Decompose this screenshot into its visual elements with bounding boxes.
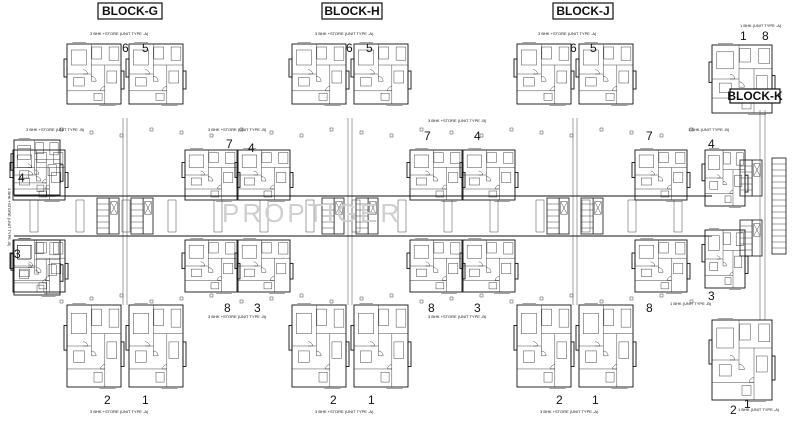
unit-tag: 3 BHK +STORE (UNIT TYPE -B) xyxy=(428,314,487,319)
unit-tag: 3 BHK +STORE (UNIT TYPE -A) xyxy=(315,409,374,414)
svg-text:BLOCK-K: BLOCK-K xyxy=(727,89,783,103)
svg-text:7: 7 xyxy=(226,137,233,151)
svg-text:7: 7 xyxy=(646,129,653,143)
unit-tag: 3 BHK +STORE (UNIT TYPE -A) xyxy=(315,31,374,36)
unit-tag: 1 BHK (UNIT TYPE -A) xyxy=(738,407,780,412)
unit-tag: 3 BHK +STORE (UNIT TYPE -B) xyxy=(208,127,267,132)
svg-text:7: 7 xyxy=(424,129,431,143)
plan-linework xyxy=(9,42,787,402)
svg-text:5: 5 xyxy=(590,41,597,55)
svg-text:4: 4 xyxy=(248,141,255,155)
block-label-k: BLOCK-K xyxy=(727,88,783,104)
svg-text:4: 4 xyxy=(474,129,481,143)
unit-tag: 3 BHK +STORE (UNIT TYPE -A) xyxy=(540,409,599,414)
unit-tag: 3 BHK +STORE (UNIT TYPE -B) xyxy=(26,127,85,132)
unit-tag: 3 BHK +STORE (UNIT TYPE -A) xyxy=(538,31,597,36)
watermark: PROPTIGER xyxy=(222,198,402,228)
svg-text:8: 8 xyxy=(428,301,435,315)
unit-tag: 3 BHK +STORE (UNIT TYPE -B) xyxy=(208,314,267,319)
unit-tag: 3 BHK +STORE (UNIT TYPE -A) xyxy=(90,409,149,414)
unit-tag: 1 BHK (UNIT TYPE -B) xyxy=(670,301,712,306)
svg-text:6: 6 xyxy=(122,41,129,55)
svg-text:8: 8 xyxy=(762,29,769,43)
unit-tag: 3 BHK +STORE (UNIT TYPE -B) xyxy=(428,118,487,123)
unit-tag: 1 BHK (UNIT TYPE -B) xyxy=(688,127,730,132)
svg-text:4: 4 xyxy=(708,137,715,151)
svg-text:3: 3 xyxy=(254,301,261,315)
svg-text:2: 2 xyxy=(556,393,563,407)
svg-text:3: 3 xyxy=(14,247,21,261)
svg-text:1: 1 xyxy=(368,393,375,407)
svg-text:2: 2 xyxy=(330,393,337,407)
unit-numbers: 6 5 6 5 6 5 1 8 4 3 7 4 7 4 7 4 8 3 8 3 … xyxy=(14,29,769,417)
block-label-j: BLOCK-J xyxy=(552,2,614,20)
svg-text:BLOCK-H: BLOCK-H xyxy=(324,4,379,18)
svg-text:BLOCK-J: BLOCK-J xyxy=(556,4,609,18)
unit-tag: 3 BHK +STORE (UNIT TYPE -A) xyxy=(90,31,149,36)
svg-text:8: 8 xyxy=(224,301,231,315)
block-label-g: BLOCK-G xyxy=(97,2,163,20)
svg-text:5: 5 xyxy=(142,41,149,55)
svg-text:5: 5 xyxy=(366,41,373,55)
block-label-h: BLOCK-H xyxy=(321,2,383,20)
svg-text:3: 3 xyxy=(708,289,715,303)
svg-text:2: 2 xyxy=(104,393,111,407)
svg-text:4: 4 xyxy=(18,171,25,185)
svg-text:BLOCK-G: BLOCK-G xyxy=(102,4,158,18)
svg-text:1: 1 xyxy=(592,393,599,407)
svg-text:1: 1 xyxy=(744,397,751,411)
svg-text:3: 3 xyxy=(474,301,481,315)
svg-text:6: 6 xyxy=(570,41,577,55)
svg-text:6: 6 xyxy=(346,41,353,55)
svg-text:8: 8 xyxy=(646,301,653,315)
svg-text:2: 2 xyxy=(730,403,737,417)
unit-tag: 3 BHK +STORE (UNIT TYPE -B) xyxy=(7,188,12,247)
svg-text:1: 1 xyxy=(142,393,149,407)
svg-text:1: 1 xyxy=(740,29,747,43)
unit-tag: 1 BHK (UNIT TYPE -A) xyxy=(740,23,782,28)
